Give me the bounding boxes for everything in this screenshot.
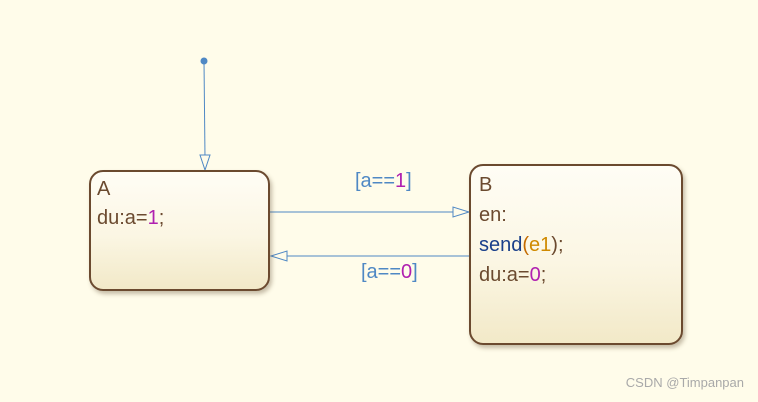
state-a[interactable]: A du:a=1; xyxy=(89,170,270,291)
guard-a-to-b-close: ] xyxy=(406,170,412,192)
state-a-during-action: du:a=1; xyxy=(97,206,164,230)
state-b-name: B xyxy=(479,174,493,196)
state-b-action-prefix: du:a= xyxy=(479,264,530,286)
send-event: e1 xyxy=(529,234,552,256)
guard-b-to-a-value: 0 xyxy=(401,261,413,283)
send-function: send xyxy=(479,234,523,256)
watermark: CSDN @Timpanpan xyxy=(625,375,744,390)
send-close: ); xyxy=(551,234,564,256)
default-transition-line[interactable] xyxy=(203,60,206,159)
state-b[interactable]: B en: send(e1); du:a=0; xyxy=(469,164,683,345)
transition-a-to-b-label[interactable]: [a==1] xyxy=(355,170,412,193)
guard-a-to-b-value: 1 xyxy=(395,170,407,192)
transition-b-to-a-arrowhead xyxy=(269,250,288,262)
state-a-action-value: 1 xyxy=(147,207,159,229)
transition-b-to-a-label[interactable]: [a==0] xyxy=(361,261,418,284)
state-a-action-suffix: ; xyxy=(158,207,165,229)
guard-a-to-b-open: [a== xyxy=(355,170,396,192)
state-b-entry-label: en: xyxy=(479,204,507,226)
guard-b-to-a-open: [a== xyxy=(361,261,402,283)
state-a-action-prefix: du:a= xyxy=(97,207,148,229)
guard-b-to-a-close: ] xyxy=(412,261,418,283)
send-open-paren: ( xyxy=(522,234,530,256)
state-b-action-value: 0 xyxy=(529,264,541,286)
default-transition-arrowhead xyxy=(199,154,211,172)
state-a-name: A xyxy=(97,178,111,200)
state-b-action-suffix: ; xyxy=(540,264,547,286)
transition-a-to-b-arrowhead xyxy=(452,206,471,218)
state-b-during-action: du:a=0; xyxy=(479,263,546,287)
state-b-send-action: send(e1); xyxy=(479,233,564,257)
